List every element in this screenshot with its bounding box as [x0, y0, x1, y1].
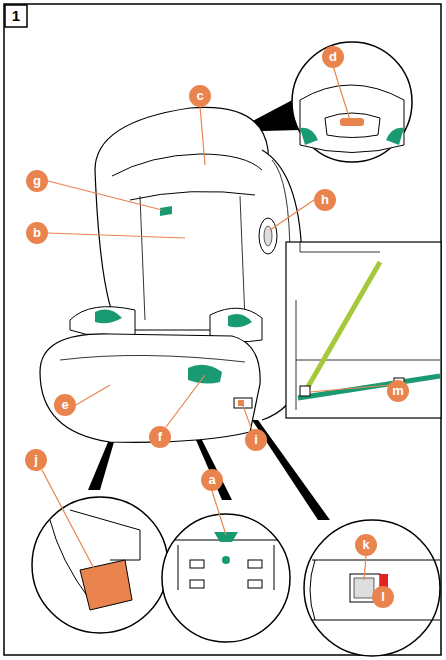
callout-letter: c [189, 85, 211, 107]
callout-letter: k [355, 534, 377, 556]
callout-letter: g [26, 170, 48, 192]
callout-letter: a [201, 469, 223, 491]
callout-letter: h [314, 189, 336, 211]
callout-letter: m [387, 380, 409, 402]
callout-letter: l [372, 586, 394, 608]
callout-letter: e [54, 394, 76, 416]
callout-letter: i [245, 429, 267, 451]
figure-number: 1 [5, 5, 27, 27]
callout-letter: d [322, 46, 344, 68]
callout-letter: f [149, 426, 171, 448]
callout-letter: j [25, 449, 47, 471]
callout-letter: b [26, 222, 48, 244]
